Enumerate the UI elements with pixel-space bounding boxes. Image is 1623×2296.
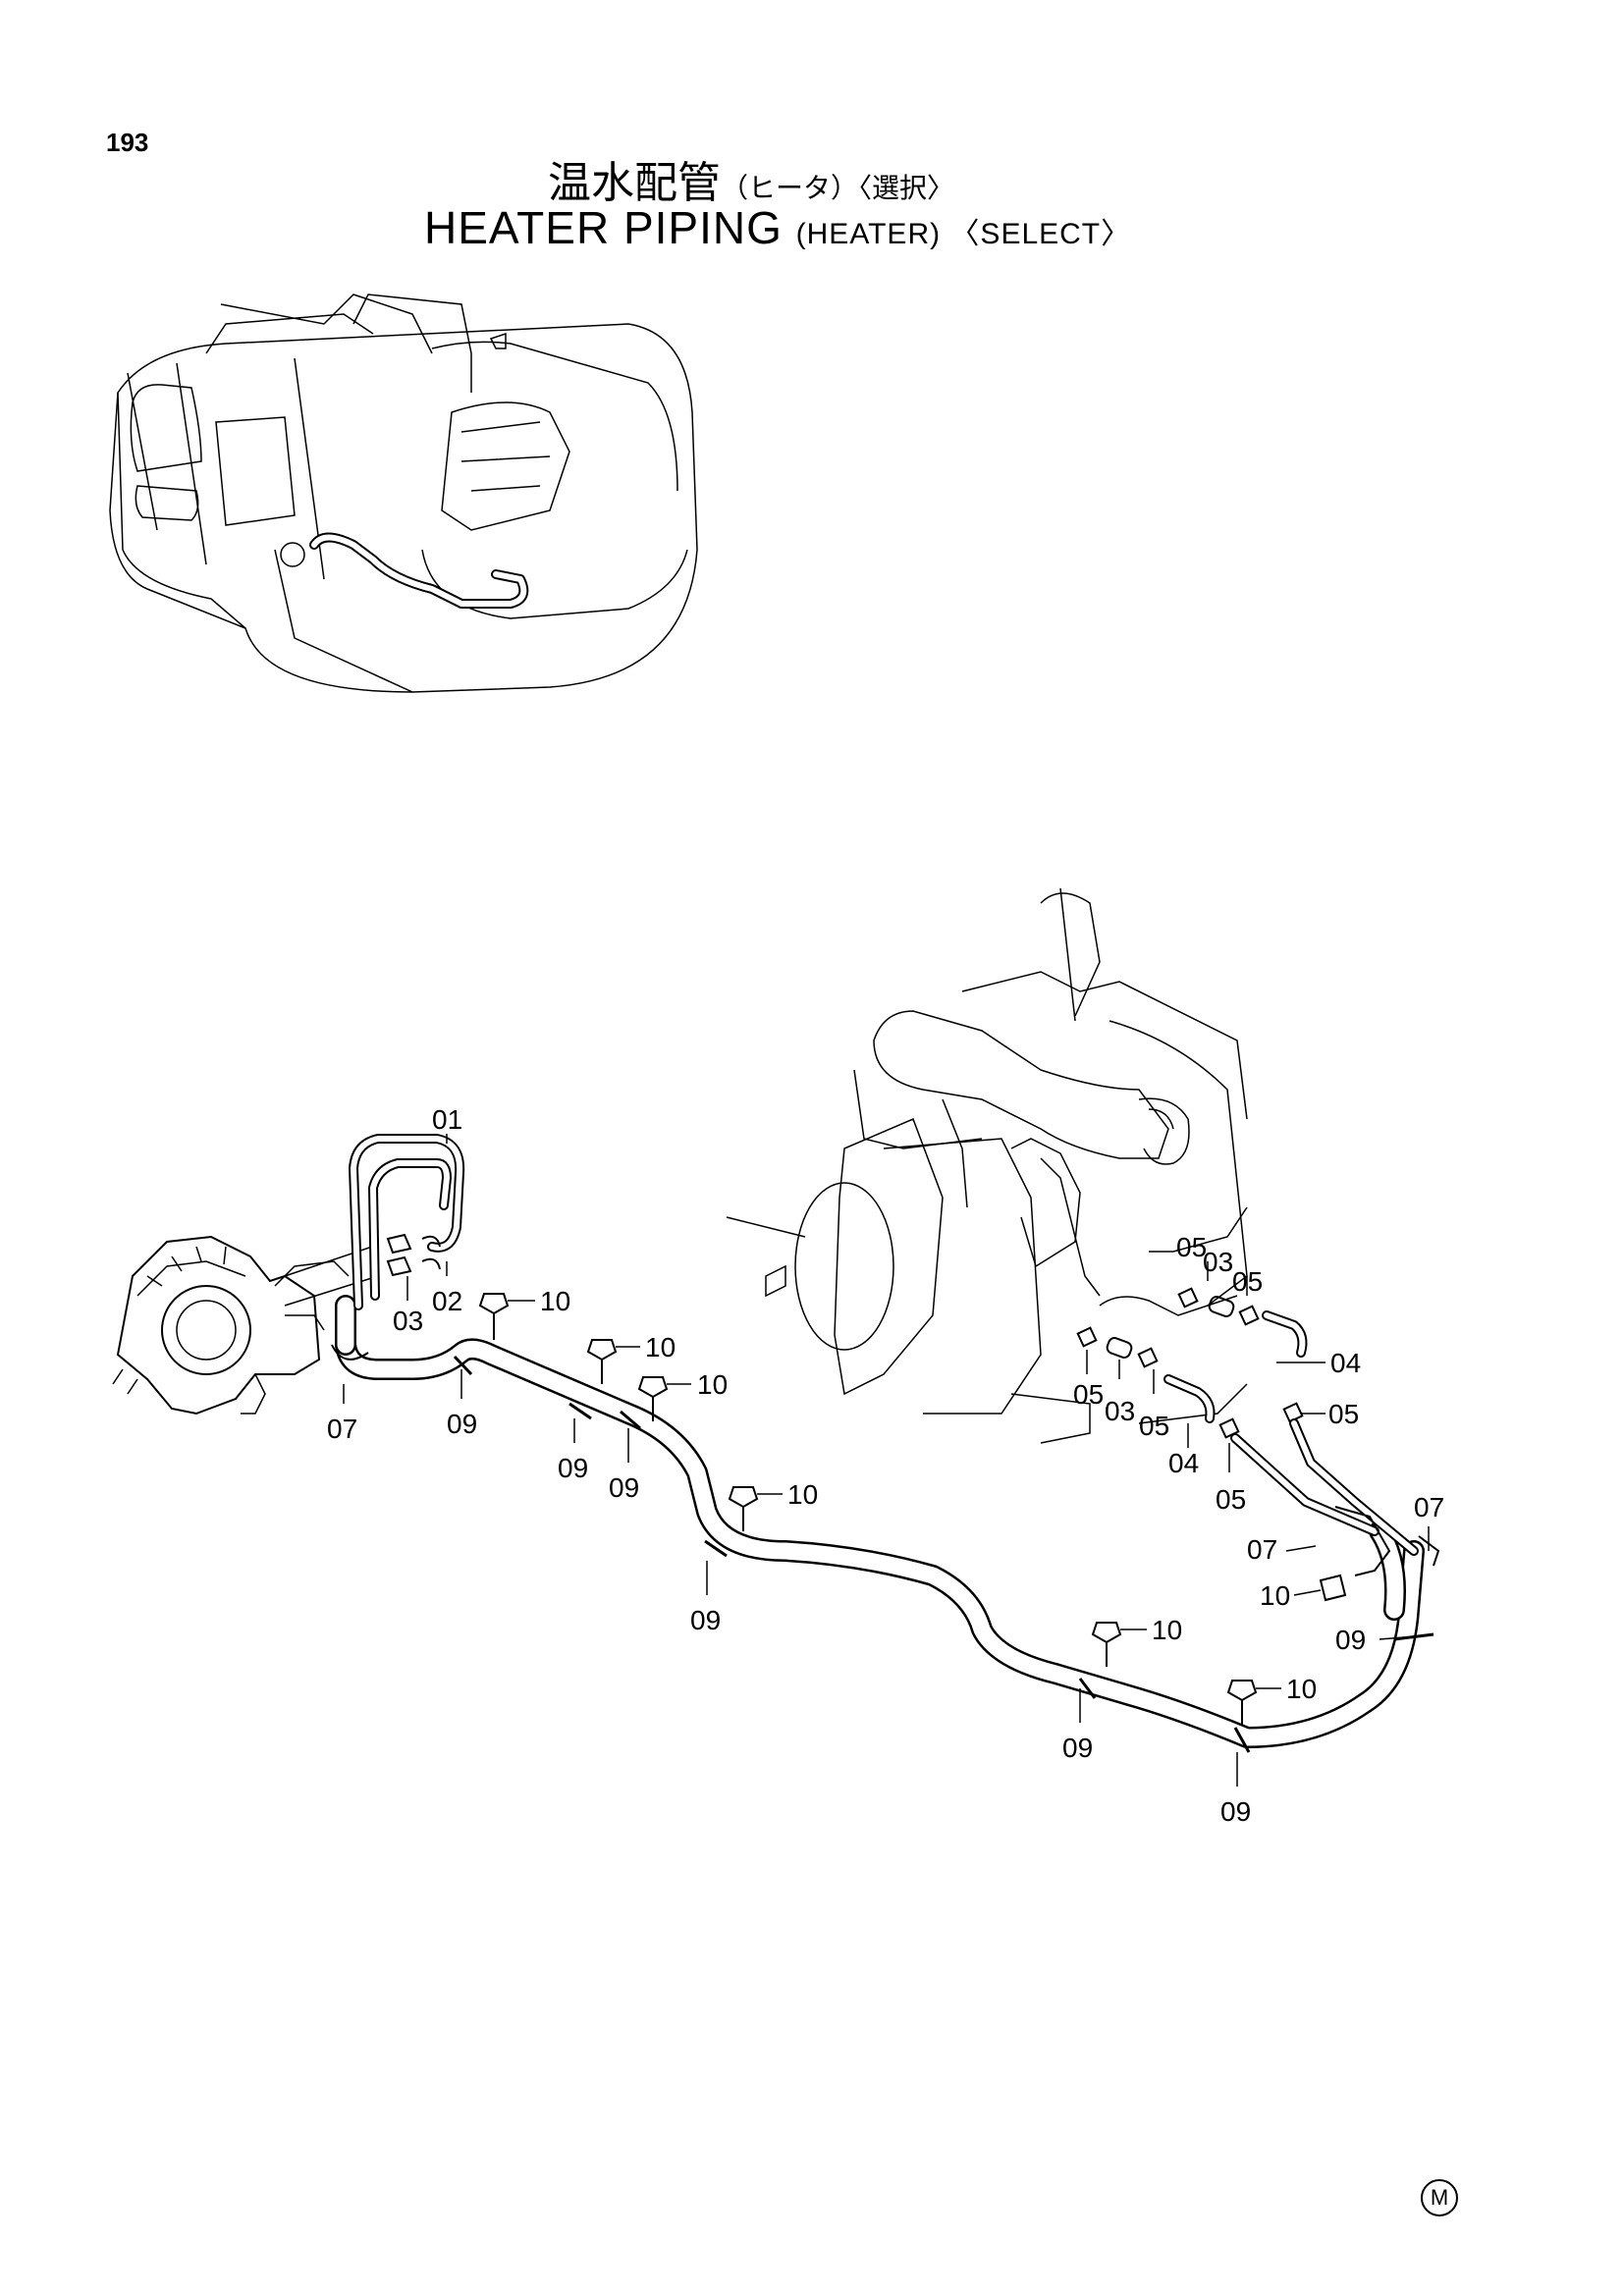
engine-fittings [1076,1287,1440,1602]
callout-09-c: 09 [609,1472,639,1503]
callout-09-f: 09 [1220,1796,1251,1827]
callout-04-b: 04 [1168,1448,1199,1478]
page-number: 193 [106,128,149,157]
callout-09-a: 09 [447,1409,477,1439]
title-japanese-sub: （ヒータ）〈選択〉 [721,172,955,204]
callout-01: 01 [432,1104,462,1135]
callout-09-g: 09 [1335,1625,1366,1655]
leader-lines [343,1134,1430,1787]
manufacturer-mark: M [1421,2179,1458,2216]
callout-05-f: 05 [1216,1484,1246,1515]
title-english-main: HEATER PIPING [424,202,783,253]
callout-10-g: 10 [1260,1580,1290,1611]
callout-03-heater: 03 [393,1306,423,1336]
callout-05-a: 05 [1176,1232,1207,1262]
callout-09-d: 09 [690,1605,721,1635]
title-english: HEATER PIPING (HEATER) 〈SELECT〉 [424,201,1131,254]
callout-03-b: 03 [1105,1396,1135,1426]
callout-05-d: 05 [1139,1411,1169,1441]
machine-overview-drawing [109,294,698,693]
callout-09-b: 09 [558,1453,588,1483]
engine-drawing [726,887,1248,1444]
title-japanese-main: 温水配管 [548,158,721,208]
callout-10-d: 10 [787,1479,818,1510]
title-japanese: 温水配管（ヒータ）〈選択〉 [548,147,954,210]
callout-10-e: 10 [1152,1615,1182,1645]
callout-09-e: 09 [1062,1733,1093,1763]
callout-10-f: 10 [1286,1674,1317,1704]
callout-labels: 01 02 03 07 09 10 10 10 09 09 10 09 10 0… [327,1104,1444,1827]
callout-05-c: 05 [1073,1379,1104,1410]
callout-10-c: 10 [697,1369,728,1400]
callout-07-right-top: 07 [1414,1492,1444,1522]
bolts [478,1293,1258,1725]
callout-07-heater: 07 [327,1414,357,1444]
callout-04-a: 04 [1330,1348,1361,1378]
callout-07-right: 07 [1247,1534,1277,1565]
callout-02: 02 [432,1286,462,1316]
callout-10-a: 10 [540,1286,570,1316]
callout-05-b: 05 [1232,1266,1263,1297]
heater-pipe-route [331,1134,1434,1753]
heater-unit-drawing [112,1235,379,1415]
callout-10-b: 10 [645,1332,676,1362]
callout-03-a: 03 [1203,1247,1233,1277]
title-english-sub: (HEATER) 〈SELECT〉 [795,218,1132,250]
callout-05-e: 05 [1328,1399,1359,1429]
